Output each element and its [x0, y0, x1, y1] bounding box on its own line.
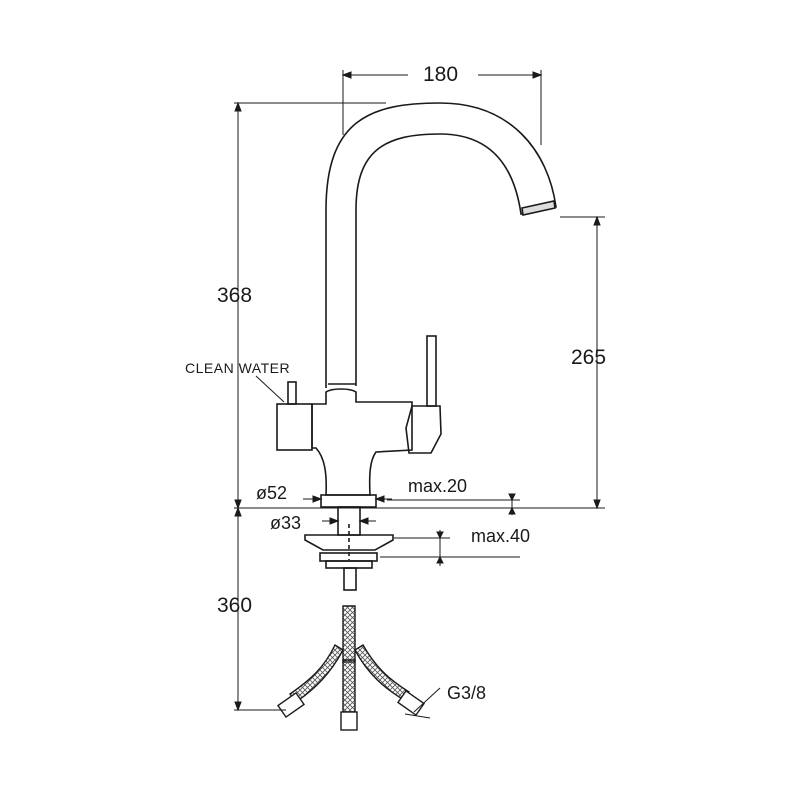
fitting-center: [340, 711, 358, 731]
fitting-left: [276, 691, 306, 719]
dim-max40-label: max.40: [471, 526, 531, 546]
clean-water-leader: [255, 375, 285, 403]
hose-center: [342, 605, 356, 663]
clean-water-handle: [276, 403, 313, 451]
dim-368-label: 368: [217, 284, 253, 307]
hose-middle: [342, 659, 356, 713]
g38-leader: [413, 687, 441, 713]
hose-left: [289, 643, 344, 703]
clean-water-stem: [287, 381, 297, 405]
dim-base-diameter-label: ø52: [256, 483, 288, 503]
threaded-rod: [343, 567, 357, 591]
dim-shank-diameter-label: ø33: [270, 513, 302, 533]
thread-size-label: G3/8: [447, 683, 487, 703]
base-ring: [320, 494, 377, 508]
clean-water-label: CLEAN WATER: [185, 360, 291, 376]
mixer-lever: [426, 335, 437, 407]
shank: [337, 506, 361, 536]
dim-360-label: 360: [217, 594, 253, 617]
spout: [325, 102, 557, 388]
spout-outlet: [521, 200, 556, 216]
dim-180-label: 180: [423, 63, 459, 86]
dim-max20-label: max.20: [408, 476, 468, 496]
hose-right: [354, 644, 410, 701]
mounting-plate: [304, 534, 394, 551]
mixer-lever-base: [405, 405, 442, 454]
dim-265-label: 265: [571, 346, 607, 369]
mounting-nut-lower: [325, 560, 373, 569]
faucet-body: [311, 388, 413, 496]
